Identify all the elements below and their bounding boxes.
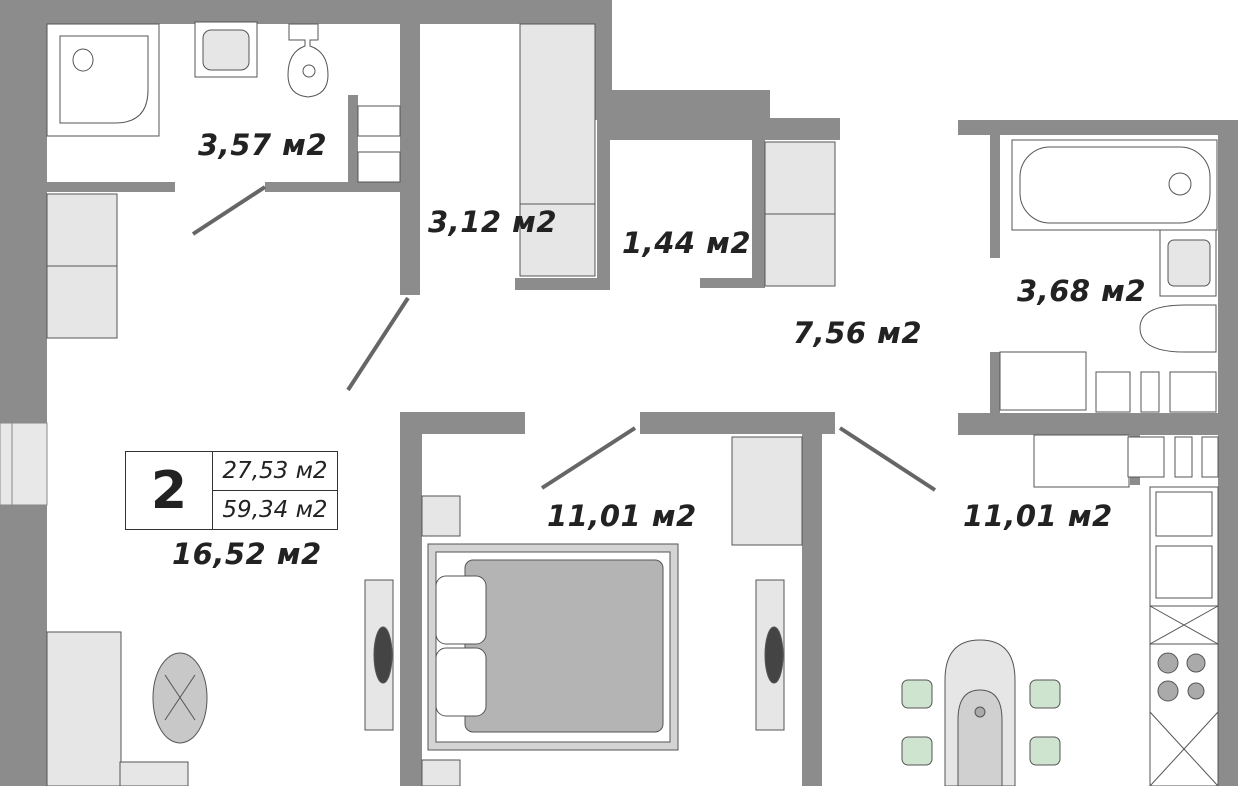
area-label-hallway: 7,56 м2 — [793, 316, 923, 350]
furniture — [46, 21, 1219, 786]
total-area: 59,34 м2 — [222, 497, 328, 523]
area-label-kitchen: 11,01 м2 — [963, 499, 1113, 533]
rooms-count: 2 — [126, 452, 213, 529]
window — [0, 422, 48, 506]
living-area: 27,53 м2 — [213, 452, 337, 491]
apartment-summary-box: 2 27,53 м2 59,34 м2 — [125, 451, 338, 530]
doors — [191, 185, 937, 492]
area-label-bedroom: 11,01 м2 — [547, 499, 697, 533]
area-label-living-room: 16,52 м2 — [172, 537, 322, 571]
area-label-bathroom-left: 3,57 м2 — [198, 128, 328, 162]
area-label-closet: 3,12 м2 — [428, 205, 558, 239]
area-label-storage: 1,44 м2 — [622, 226, 752, 260]
area-label-bathroom-right: 3,68 м2 — [1017, 274, 1147, 308]
